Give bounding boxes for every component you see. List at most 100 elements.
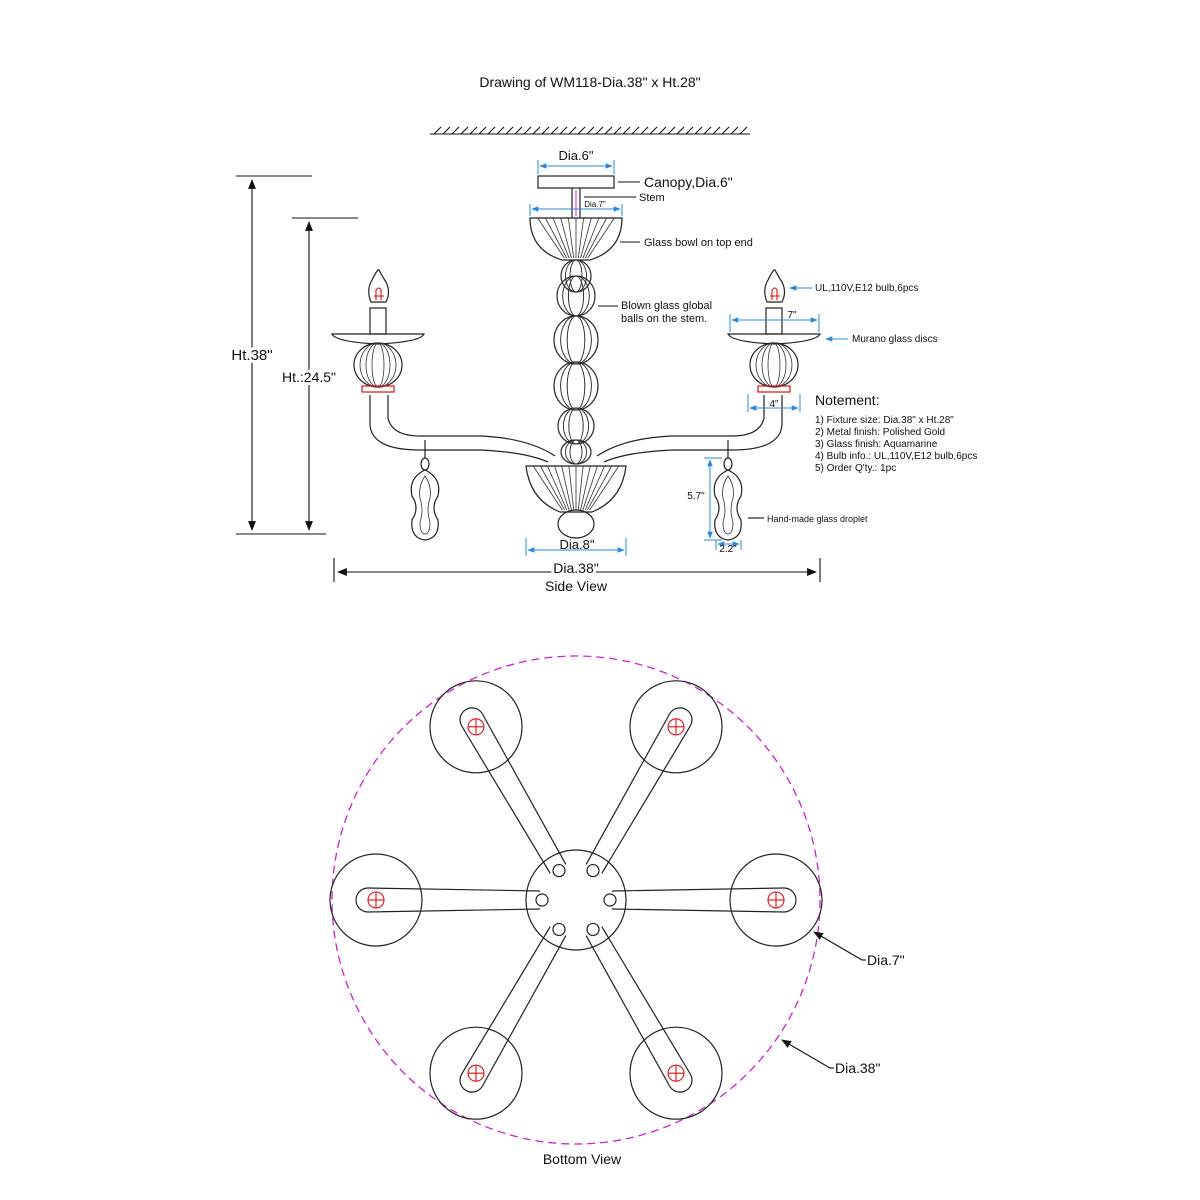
bowl-rib (582, 465, 598, 511)
bowl-rib (577, 217, 585, 259)
dim-canopy-width: Dia.6" (537, 148, 615, 174)
ceiling-hatch (514, 126, 523, 135)
drawing-title: Drawing of WM118-Dia.38" x Ht.28" (479, 74, 700, 90)
ceiling-hatch (451, 126, 460, 135)
ceiling-hatch (586, 126, 595, 135)
stem-callout: Stem (639, 192, 665, 204)
note-item: 4) Bulb info.: UL,110V,E12 bulb,6pcs (815, 451, 977, 462)
ceiling-hatch (487, 126, 496, 135)
cup-rib (761, 342, 787, 388)
stem-dia-label: Dia.7" (584, 200, 606, 209)
bottom-arm (355, 887, 541, 913)
dim-lower-bowl: Dia.8" (525, 537, 627, 556)
note-item: 5) Order Q'ty.: 1pc (815, 463, 896, 474)
ceiling-hatch (649, 126, 658, 135)
canopy-callout: Canopy,Dia.6" (644, 174, 733, 190)
ceiling-hatch (541, 126, 550, 135)
note-item: 2) Metal finish: Polished Gold (815, 427, 945, 438)
top-glass-bowl (529, 217, 623, 261)
bowl-rib (584, 465, 605, 511)
bowl-rib (532, 465, 563, 511)
dim-disc-width: 7" (729, 310, 820, 332)
disc (629, 680, 723, 774)
ceiling-hatch (505, 126, 514, 135)
cup-rib (359, 342, 397, 388)
ceiling-hatch (694, 126, 703, 135)
arm-height-label: Ht.:24.5" (282, 369, 336, 385)
hub-hole (586, 863, 600, 878)
bowl-rib (544, 217, 568, 259)
bottom-arm (459, 926, 567, 1093)
bowl-rib (561, 465, 572, 511)
droplet-width-label: 2.2" (719, 544, 737, 555)
lower-bowl-dia-label: Dia.8" (560, 537, 595, 552)
ceiling-hatch (595, 126, 604, 135)
bowl-rib (554, 465, 570, 511)
dim-bowl-top: Dia.7" (529, 200, 623, 216)
bottom-arm (611, 887, 797, 913)
ceiling-hatch (721, 126, 730, 135)
cup-rib (371, 342, 385, 388)
dim-droplet: 5.7" 2.2" (687, 457, 742, 555)
ceiling-hatch (658, 126, 667, 135)
ceiling-hatch (532, 126, 541, 135)
left-droplet (410, 440, 440, 541)
hub-hole (586, 922, 600, 937)
hub-hole (552, 922, 566, 937)
ball-rib (563, 407, 590, 445)
hub-hole (535, 893, 549, 907)
disc (329, 853, 423, 947)
ceiling-hatch (676, 126, 685, 135)
ball-rib (566, 315, 586, 365)
bottom-view: Dia.7" Dia.38" Bottom View (329, 655, 905, 1167)
canopy (537, 175, 615, 189)
bowl-rib (537, 217, 565, 259)
ball-rib (566, 361, 586, 411)
bowl-rib (547, 465, 568, 511)
ceiling (430, 126, 750, 135)
ceiling-hatch (469, 126, 478, 135)
bowl-rib (584, 217, 608, 259)
discs-callout: Murano glass discs (852, 334, 938, 345)
balls-callout-line1: Blown glass global (621, 300, 712, 312)
bottom-view-caption: Bottom View (543, 1151, 622, 1167)
ball-rib (569, 259, 583, 293)
ceiling-hatch (739, 126, 748, 135)
dim-overall-dia: Dia.38" (781, 1039, 880, 1076)
note-item: 3) Glass finish: Aquamarine (815, 439, 938, 450)
bottom-disc-dia-label: Dia.7" (867, 952, 905, 968)
bottom-arm (585, 926, 693, 1093)
overall-width-label: Dia.38" (553, 560, 598, 576)
hub-hole (552, 863, 566, 878)
ball-rib (568, 407, 584, 445)
bottom-arm (585, 707, 693, 874)
bowl-rib (587, 217, 615, 259)
ceiling-hatch (523, 126, 532, 135)
ceiling-hatch (640, 126, 649, 135)
ceiling-hatch (442, 126, 451, 135)
disc (629, 1026, 723, 1120)
glass-balls (553, 259, 599, 465)
bowl-callout: Glass bowl on top end (644, 237, 753, 249)
notes: Notement: 1) Fixture size: Dia.38" x Ht.… (815, 392, 977, 474)
dim-overall-height: Ht.38" (228, 175, 326, 535)
ceiling-hatch (568, 126, 577, 135)
right-droplet (713, 440, 743, 541)
dim-disc-dia: Dia.7" (813, 931, 905, 968)
bowl-rib (552, 217, 570, 259)
bowl-rib (580, 465, 591, 511)
ceiling-hatch (631, 126, 640, 135)
notes-heading: Notement: (815, 392, 880, 408)
overall-height-label: Ht.38" (231, 347, 272, 364)
ceiling-hatch (550, 126, 559, 135)
ceiling-hatch (712, 126, 721, 135)
bowl-rib (587, 465, 613, 511)
bowl-rib (589, 465, 620, 511)
cup-rib (755, 342, 793, 388)
ceiling-hatch (433, 126, 442, 135)
bottom-arm (459, 707, 567, 874)
hub-hole (603, 893, 617, 907)
ceiling-hatch (667, 126, 676, 135)
ceiling-hatch (613, 126, 622, 135)
